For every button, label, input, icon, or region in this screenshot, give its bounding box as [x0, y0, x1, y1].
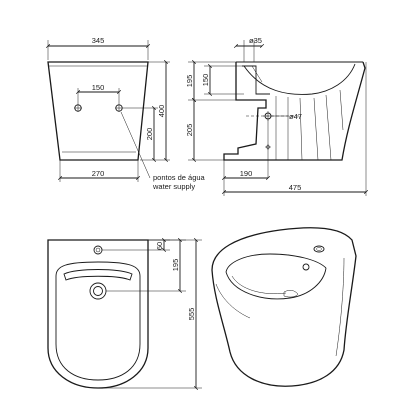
front-width-label: 345 [92, 36, 105, 45]
drain-offset-label: 195 [171, 259, 180, 272]
depth-label: 475 [289, 183, 302, 192]
right-inlet-icon [115, 104, 123, 112]
side-view: ø35 195 150 205 ø47 190 475 [185, 36, 369, 196]
water-supply-note: pontos de água water supply [152, 173, 206, 191]
outlet-distance-label: 190 [240, 169, 253, 178]
outlet-diameter-label: ø47 [289, 112, 302, 121]
drain-icon [89, 282, 107, 300]
perspective-view [211, 227, 357, 387]
length-label: 555 [187, 308, 196, 321]
top-view: 60 195 555 [47, 237, 202, 391]
tap-offset-label: 60 [155, 242, 164, 250]
inlet-diameter-label: ø35 [249, 36, 262, 45]
svg-text:water supply: water supply [152, 182, 195, 191]
inlet-height-label: 200 [145, 128, 154, 141]
perspective-drain-icon [283, 263, 310, 298]
base-width-label: 270 [92, 169, 105, 178]
tap-hole-icon [93, 245, 103, 255]
upper-height-label: 195 [185, 75, 194, 88]
front-view-outline [47, 61, 149, 161]
lower-height-label: 205 [185, 124, 194, 137]
front-view: 345 150 400 200 270 [45, 36, 170, 182]
perspective-body [211, 227, 357, 387]
left-inlet-icon [74, 104, 82, 112]
side-view-outline [223, 61, 366, 161]
front-height-label: 400 [157, 105, 166, 118]
top-view-outline [47, 239, 149, 389]
inlet-drop-label: 150 [201, 74, 210, 87]
inlet-spacing-label: 150 [92, 83, 105, 92]
svg-text:pontos de água: pontos de água [153, 173, 206, 182]
